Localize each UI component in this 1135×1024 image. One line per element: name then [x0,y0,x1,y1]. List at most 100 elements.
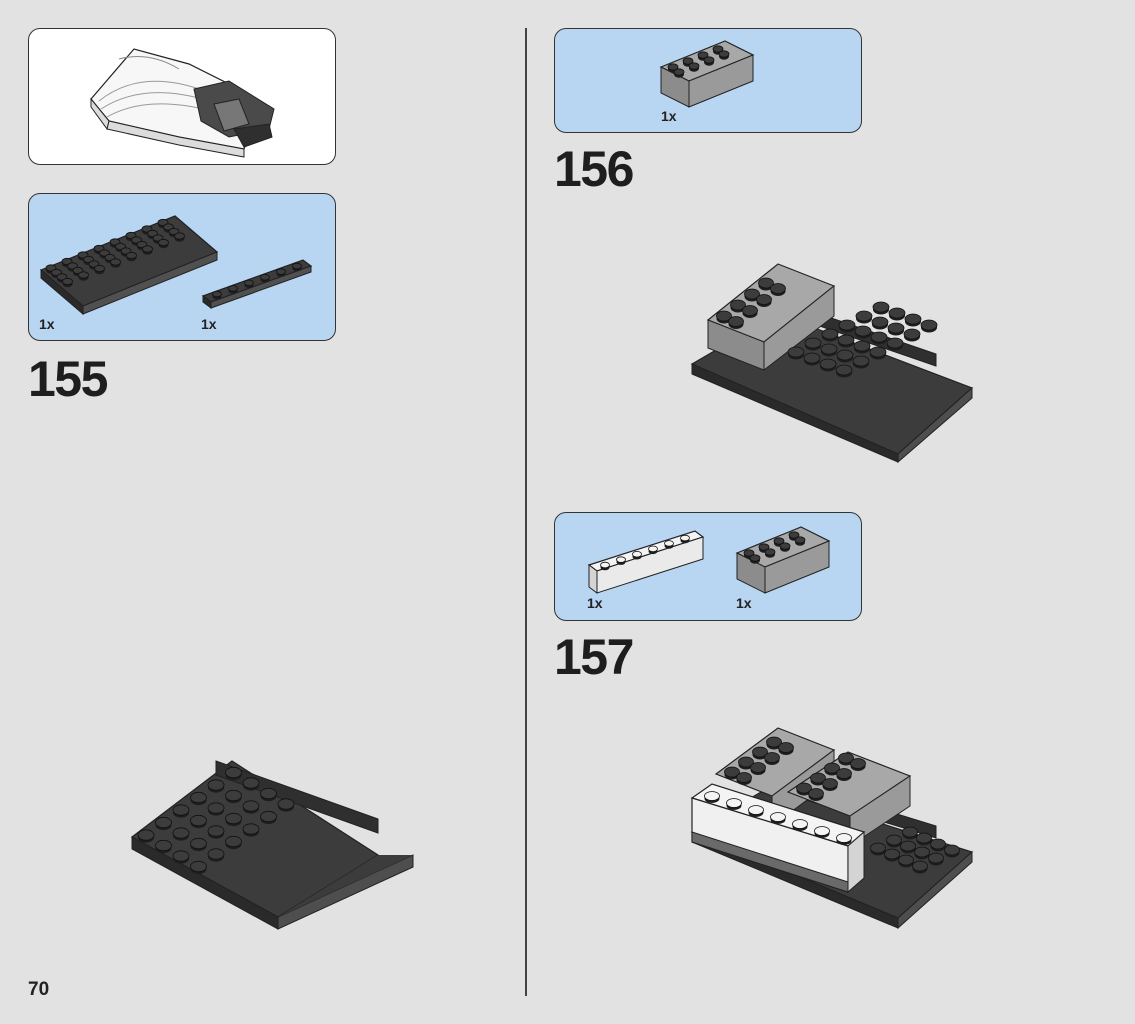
stud [870,331,888,343]
stud [172,850,190,862]
stud [736,772,752,783]
stud [764,548,776,556]
stud [914,846,930,858]
stud [730,299,746,311]
stud [142,245,153,253]
stud [260,274,270,281]
stud [903,328,921,340]
stud [704,791,720,801]
page-number: 70 [28,979,50,1000]
stud [242,777,260,789]
stud [292,262,302,270]
subassembly-preview-box [28,28,336,165]
stud [207,848,225,860]
stud [803,352,821,364]
stud [837,334,855,346]
stud [260,810,277,823]
stud [852,355,870,367]
parts-callout-step-156: 1x [554,28,862,133]
parts-callout-step-155: 1x 1x [28,193,336,341]
stud [212,290,222,298]
stud [749,554,761,562]
stud [810,772,826,784]
stud [794,536,806,544]
stud [190,860,207,873]
stud [667,63,679,71]
stud [680,534,690,542]
stud [820,343,838,355]
stud [887,322,905,334]
stud [872,301,890,313]
stud [207,779,225,791]
step-number: 155 [28,351,108,407]
stud [821,328,839,340]
stud [787,346,805,358]
part-light-gray-brick-2x4 [735,526,831,594]
stud [277,798,295,810]
stud [764,752,780,763]
stud [738,756,754,768]
stud [824,762,840,774]
stud [673,68,685,76]
stud [172,827,190,839]
part-dark-gray-plate-4x8 [39,215,219,316]
stud [836,768,852,779]
stud [155,839,172,852]
stud [822,778,838,789]
stud [814,826,830,836]
stud [928,852,944,864]
stud [930,838,946,850]
stud [712,45,724,53]
stud [773,537,785,545]
stud [225,812,242,825]
stud [174,232,185,240]
stud [750,762,766,773]
stud [728,316,744,327]
stud [172,804,190,816]
stud [792,819,808,829]
stud [110,258,121,266]
stud [900,840,916,852]
stud [871,316,889,328]
stud [778,742,794,753]
stud [260,787,277,800]
subassembly-model-image [90,48,275,158]
stud [886,834,902,846]
part-quantity: 1x [201,316,217,332]
stud [688,62,700,70]
stud [600,561,610,569]
stud [804,337,822,349]
stud [904,313,922,325]
stud [836,349,854,361]
part-dark-gray-plate-1x6 [201,259,313,309]
stud [779,542,791,550]
part-quantity: 1x [39,316,55,332]
stud [770,812,786,822]
stud [766,736,782,748]
step-155-model-image [130,760,414,930]
stud [886,337,904,349]
stud [616,556,626,563]
column-divider [525,28,527,996]
stud [716,310,732,322]
stud [225,835,242,848]
stud [744,288,760,300]
stud [898,854,914,866]
parts-callout-step-157: 1x 1x [554,512,862,621]
stud [819,358,837,370]
stud [155,816,172,829]
stud [855,310,873,322]
stud [664,540,674,547]
stud [137,829,155,841]
stud [276,268,286,275]
stud [853,340,871,352]
stud [916,832,932,844]
stud [869,346,887,358]
stud [244,279,254,286]
stud [912,860,928,872]
part-quantity: 1x [661,108,677,124]
stud [228,285,238,292]
stud [902,826,918,838]
stud [648,545,658,552]
stud [756,294,772,305]
